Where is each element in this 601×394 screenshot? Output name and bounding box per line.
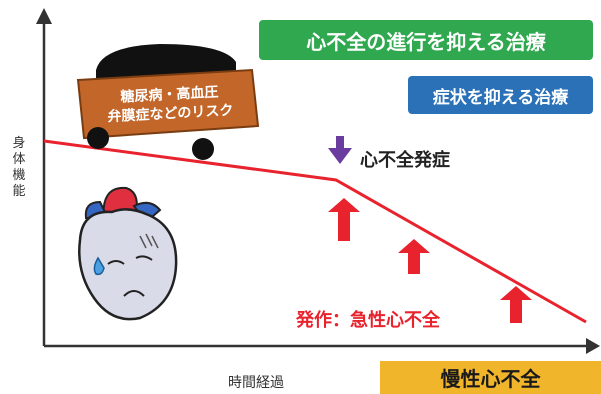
cart-wheel-right [192, 138, 214, 160]
progression-treatment-label: 心不全の進行を抑える治療 [259, 20, 593, 60]
axes [36, 8, 600, 354]
heart-vessel-right [132, 201, 162, 224]
y-axis-arrowhead [36, 8, 52, 24]
heart-sweat [93, 256, 105, 276]
risk-cart [76, 44, 260, 160]
up-arrow-3 [500, 286, 532, 323]
cart-body [76, 68, 260, 140]
heart-eye-left [107, 260, 125, 265]
cart-wheel-left [87, 127, 109, 149]
up-arrow-2 [398, 239, 430, 274]
x-axis-label: 時間経過 [228, 375, 284, 391]
sad-heart-illustration [78, 186, 178, 321]
chronic-heart-failure-label: 慢性心不全 [380, 361, 601, 394]
risk-cart-label: 糖尿病・高血圧 弁膜症などのリスク [81, 73, 260, 136]
heart-mouth [123, 290, 145, 297]
acute-attack-label: 発作：急性心不全 [296, 310, 440, 331]
onset-label: 心不全発症 [360, 150, 450, 171]
onset-arrow [328, 136, 352, 164]
heart-body [78, 208, 178, 321]
cart-roof [96, 44, 236, 80]
x-axis-arrowhead [586, 338, 600, 354]
up-arrow-1 [328, 198, 360, 241]
y-axis-label: 身体機能 [12, 136, 26, 199]
heart-eye-right [135, 255, 153, 261]
heart-brow-lines [139, 233, 159, 249]
symptom-treatment-label: 症状を抑える治療 [408, 76, 593, 114]
decline-curve [43, 139, 587, 324]
